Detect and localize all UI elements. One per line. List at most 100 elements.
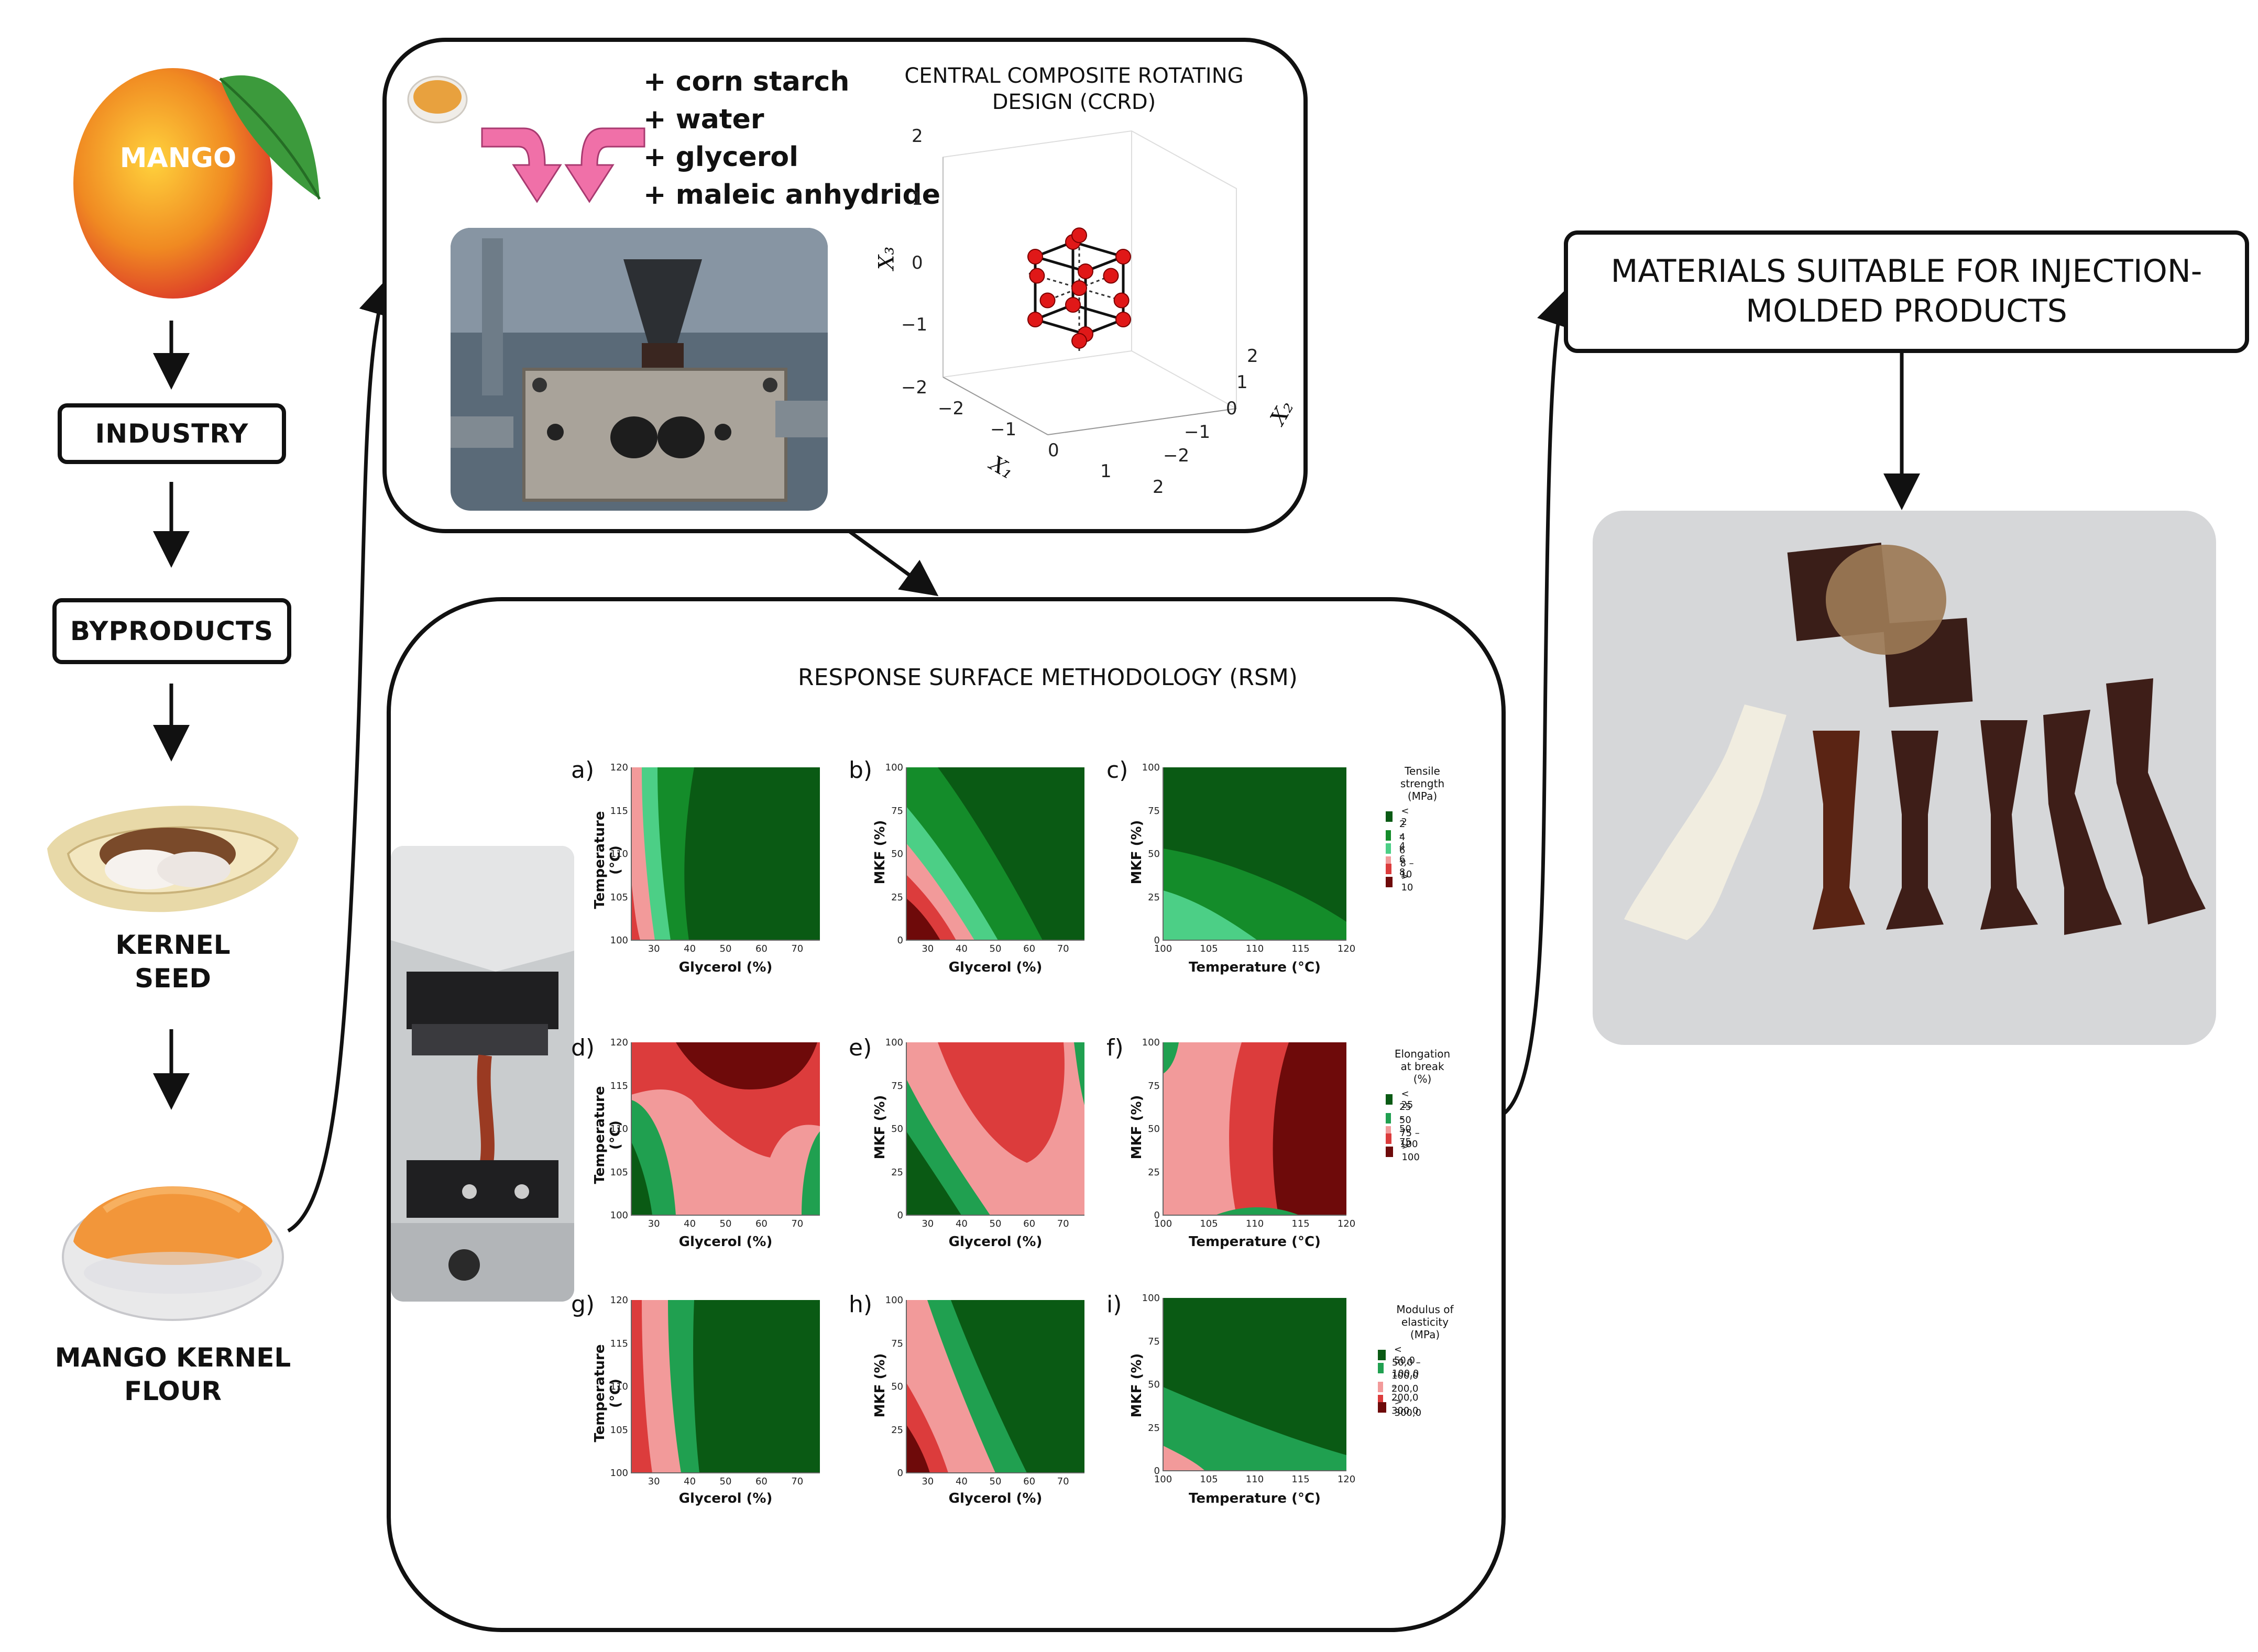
legend-label: 50,0 – 100,0	[1391, 1357, 1421, 1379]
tick-label: 120	[1337, 943, 1356, 954]
legend-entry: 100,0 – 200,0	[1378, 1370, 1424, 1403]
design-point	[1071, 227, 1087, 244]
legend-title: strength	[1400, 777, 1445, 790]
design-point	[1103, 268, 1119, 284]
byproducts-label: BYPRODUCTS	[70, 616, 274, 646]
legend-title: Elongation	[1394, 1048, 1451, 1060]
legend-swatch	[1386, 1113, 1391, 1124]
tick-label: 40	[684, 1476, 696, 1487]
legend-label: 2 – 4	[1399, 819, 1406, 852]
tick-label: 110	[1245, 1474, 1264, 1485]
contour-plot-f	[1163, 1042, 1346, 1215]
tick-label: 25	[891, 891, 903, 903]
kernel-seed-illustration	[37, 791, 309, 917]
tick-label: 115	[1291, 1218, 1310, 1229]
arrow-extrusion-rsm	[845, 527, 939, 597]
industry-box: INDUSTRY	[58, 403, 286, 464]
x1-tick: 0	[1048, 440, 1059, 461]
tick-label: 100	[610, 1210, 628, 1221]
legend-label: 4 – 6	[1399, 832, 1406, 865]
tick-label: 60	[1023, 1476, 1036, 1487]
industry-label: INDUSTRY	[95, 418, 249, 449]
x2-tick: −2	[1163, 445, 1190, 466]
tick-label: 0	[1154, 1210, 1160, 1221]
tick-label: 50	[719, 1476, 732, 1487]
tick-label: 105	[1200, 1474, 1218, 1485]
tick-label: 120	[610, 1295, 628, 1306]
tick-label: 60	[1023, 1218, 1036, 1229]
tick-label: 75	[891, 805, 903, 817]
tick-label: 50	[891, 849, 903, 860]
legend-title: (MPa)	[1407, 790, 1438, 802]
legend-swatch	[1386, 856, 1391, 867]
tick-label: 75	[1148, 805, 1160, 817]
legend-swatch	[1378, 1394, 1383, 1405]
legend-entry: < 2	[1386, 806, 1412, 828]
contour-plot-h	[906, 1300, 1084, 1473]
flour-dish-icon	[406, 68, 469, 126]
ingredient-list: + corn starch + water + glycerol + malei…	[643, 63, 940, 214]
extruder-photo	[451, 228, 828, 511]
tick-label: 100	[610, 935, 628, 946]
tick-label: 110	[1245, 1218, 1264, 1229]
design-point	[1071, 280, 1087, 296]
legend-label: 25 – 50	[1399, 1102, 1411, 1135]
design-point	[1065, 297, 1081, 313]
legend-entry: 50,0 – 100,0	[1378, 1357, 1424, 1379]
legend-entry: > 100	[1386, 1141, 1422, 1163]
x1-tick: 1	[1100, 461, 1112, 482]
tick-label: 105	[1200, 1218, 1218, 1229]
tick-label: 105	[1200, 943, 1218, 954]
legend-label: 100,0 – 200,0	[1391, 1370, 1419, 1403]
legend-title: elasticity	[1401, 1316, 1449, 1328]
tick-label: 25	[1148, 891, 1160, 903]
tick-label: 100	[610, 1468, 628, 1479]
result-line2: MOLDED PRODUCTS	[1746, 293, 2067, 329]
tick-label: 60	[755, 1476, 768, 1487]
x1-tick: −2	[938, 398, 964, 419]
tick-label: 75	[1148, 1336, 1160, 1347]
design-point	[1027, 312, 1043, 327]
x1-tick: 2	[1153, 477, 1164, 498]
x-axis-label: Temperature (°C)	[1189, 1491, 1321, 1506]
plot-label-a: a)	[571, 757, 595, 784]
ingredient-item: + maleic anhydride	[643, 179, 940, 211]
plot-label-g: g)	[571, 1291, 595, 1318]
legend-swatch	[1386, 1094, 1393, 1105]
ingredient-item: + glycerol	[643, 141, 798, 173]
legend-swatch	[1378, 1381, 1383, 1392]
x2-tick: −1	[1184, 422, 1211, 443]
legend-swatch	[1386, 1133, 1392, 1144]
x-axis-label: Glycerol (%)	[948, 960, 1043, 975]
contour-plot-c	[1163, 767, 1346, 940]
legend-swatch	[1378, 1402, 1386, 1413]
tick-label: 60	[755, 943, 768, 954]
legend-label: < 2	[1401, 806, 1409, 828]
tick-label: 70	[1057, 1218, 1069, 1229]
tick-label: 25	[1148, 1166, 1160, 1178]
tick-label: 115	[610, 805, 628, 817]
x2-tick: 1	[1236, 372, 1248, 393]
tick-label: 70	[1057, 943, 1069, 954]
tick-label: 115	[610, 1080, 628, 1092]
tick-label: 100	[1154, 943, 1172, 954]
flour-label: MANGO KERNEL FLOUR	[54, 1342, 291, 1406]
legend-entry: 50 – 75	[1386, 1115, 1417, 1148]
tick-label: 30	[648, 1476, 660, 1487]
legend-label: 75 – 100	[1400, 1128, 1420, 1150]
legend-entry: 8 – 10	[1386, 858, 1417, 880]
arrow-flour-extrusion	[287, 278, 395, 1233]
tick-label: 75	[891, 1338, 903, 1349]
tick-label: 75	[1148, 1080, 1160, 1092]
tick-label: 50	[719, 1218, 732, 1229]
contour-plot-b	[906, 767, 1084, 940]
design-point	[1027, 249, 1043, 265]
x3-tick: −2	[901, 377, 928, 398]
tick-label: 40	[955, 1218, 968, 1229]
legend-label: < 50,0	[1394, 1344, 1415, 1366]
